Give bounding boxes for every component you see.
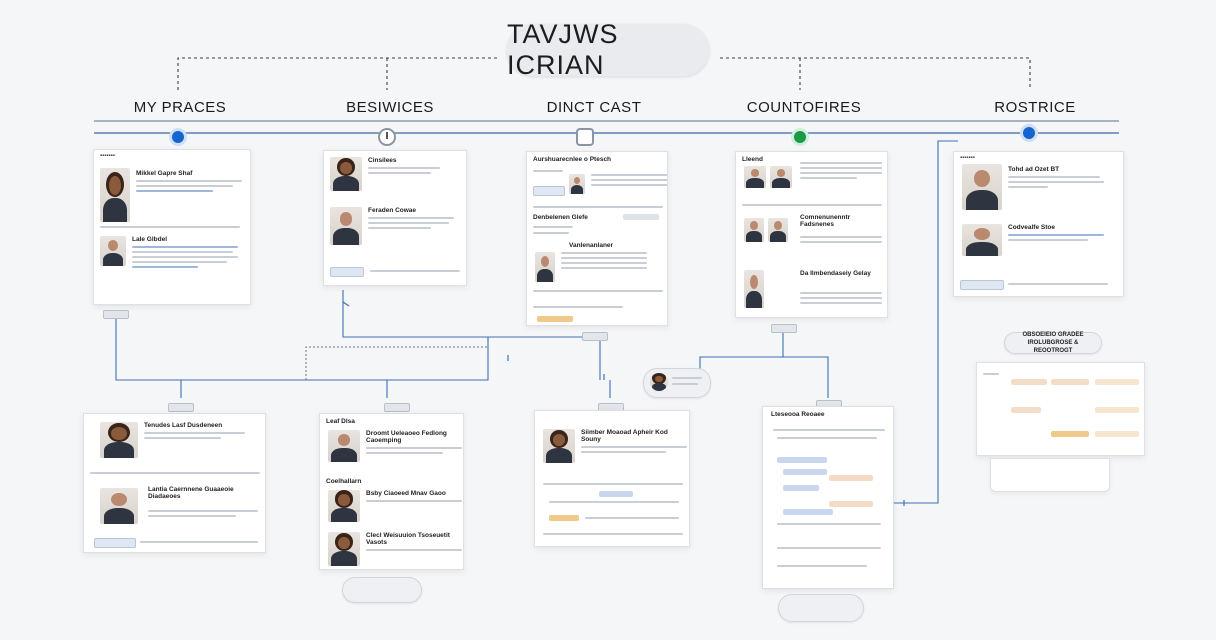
person-name: Mikkel Gapre Shaf xyxy=(136,170,193,177)
person-name: Clecl Weisuuion Tsoseuetit Vasots xyxy=(366,532,450,546)
timeline-node-dinct-cast[interactable] xyxy=(576,128,594,146)
connector-bubble[interactable] xyxy=(342,577,422,603)
card-action-button[interactable] xyxy=(533,186,565,196)
card-my-praces[interactable]: ▪▪▪▪▪▪▪ Mikkel Gapre Shaf Lale Glbdel xyxy=(93,149,251,305)
diagram-title: TAVJWS ICRIAN xyxy=(507,19,709,80)
card-besiwices[interactable]: Cinsilees Feraden Cowae xyxy=(323,150,467,286)
card-action-button[interactable] xyxy=(94,538,136,548)
side-panel-title: OBSOEIEIO GRADEE IROLUBGROSE & REOOTROGT xyxy=(1004,332,1102,354)
timeline-node-besiwices[interactable] xyxy=(378,128,396,146)
timeline-node-countofires[interactable] xyxy=(791,128,809,146)
avatar xyxy=(962,224,1002,256)
side-schedule-panel[interactable] xyxy=(976,362,1145,456)
card-subheading: Da Ilmbendaseiy Gelay xyxy=(800,270,871,277)
timeline-node-rostrice[interactable] xyxy=(1020,124,1038,142)
card-rostrice[interactable]: ▪▪▪▪▪▪▪ Tohd ad Ozet BT Codvealfe Stoe xyxy=(953,151,1124,297)
avatar xyxy=(100,422,138,458)
avatar xyxy=(330,157,362,191)
card-action-button[interactable] xyxy=(330,267,364,277)
person-name: Cinsilees xyxy=(368,157,397,164)
side-panel-footer xyxy=(990,458,1110,492)
person-name: Siimber Moaoad Apheir Kod Souny xyxy=(581,429,668,443)
avatar xyxy=(100,236,126,266)
card-subheading: Comnenunenntr Fadsnenes xyxy=(800,214,851,228)
column-label-my-praces: MY PRACES xyxy=(133,99,227,116)
person-name: Tohd ad Ozet BT xyxy=(1008,166,1060,173)
card-dinct-cast[interactable]: Aurshuarecnlee o Ptesch Denbelenen Glefe… xyxy=(526,151,668,326)
card-subheading: Denbelenen Glefe xyxy=(533,214,588,221)
person-name: Lantia Caernnene Guaaeoie Diadaeoes xyxy=(148,486,234,500)
connector-bubble-avatar[interactable] xyxy=(643,368,711,398)
card-countofires[interactable]: Lleend Comnenunenntr Fadsnenes Da Ilmben… xyxy=(735,151,888,318)
card-heading: Aurshuarecnlee o Ptesch xyxy=(533,156,612,163)
card-heading: Leaf Dlsa xyxy=(326,418,355,425)
connector-port xyxy=(384,403,410,412)
column-label-rostrice: ROSTRICE xyxy=(994,99,1076,116)
column-label-countofires: COUNTOFIRES xyxy=(746,99,862,116)
column-label-dinct-cast: DINCT CAST xyxy=(546,99,642,116)
person-name: Feraden Cowae xyxy=(368,207,417,214)
person-name: Bsby Ciaoeed Mnav Gaoo xyxy=(366,490,446,497)
card-b4[interactable]: Lteseooa Reoaee xyxy=(762,406,894,589)
person-name: Codvealfe Stoe xyxy=(1008,224,1055,231)
card-heading: Coelhallarn xyxy=(326,478,362,485)
avatar xyxy=(962,164,1002,210)
avatar xyxy=(100,488,138,524)
card-b3[interactable]: Siimber Moaoad Apheir Kod Souny xyxy=(534,410,690,547)
person-name: Tenudes Lasf Dusdeneen xyxy=(144,422,223,429)
connector-port xyxy=(582,332,608,341)
avatar xyxy=(330,207,362,245)
card-heading: Lleend xyxy=(742,156,763,163)
connector-port xyxy=(168,403,194,412)
connector-bubble[interactable] xyxy=(778,594,864,622)
avatar xyxy=(100,168,130,222)
card-b2[interactable]: Leaf Dlsa Droomt Ueleaoeo Fedlong Caoemp… xyxy=(319,413,464,570)
person-name: Droomt Ueleaoeo Fedlong Caoemping xyxy=(366,430,447,444)
card-b1[interactable]: Tenudes Lasf Dusdeneen Lantia Caernnene … xyxy=(83,413,266,553)
connector-port xyxy=(103,310,129,319)
timeline-node-my-praces[interactable] xyxy=(169,128,187,146)
card-heading: Lteseooa Reoaee xyxy=(771,411,825,418)
column-label-besiwices: BESIWICES xyxy=(346,99,434,116)
card-action-button[interactable] xyxy=(960,280,1004,290)
card-subheading: Vanlenanlaner xyxy=(569,242,614,249)
connector-port xyxy=(771,324,797,333)
person-name: Lale Glbdel xyxy=(132,236,168,243)
